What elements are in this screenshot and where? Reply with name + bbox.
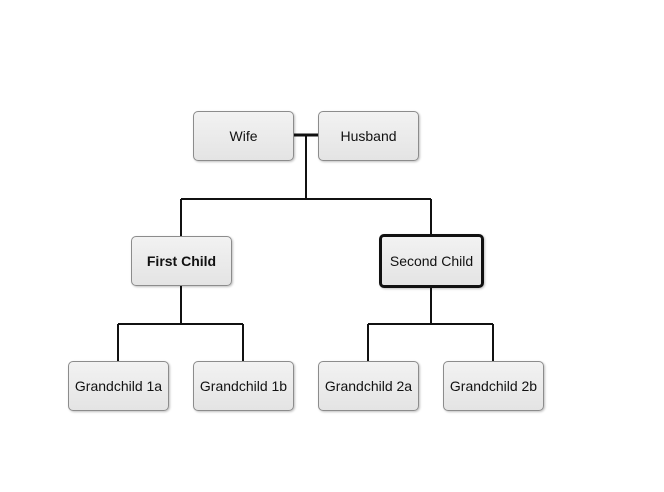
grandchild-2a-label: Grandchild 2a: [324, 378, 413, 394]
wife-node[interactable]: Wife: [193, 111, 294, 161]
grandchild-2a-node[interactable]: Grandchild 2a: [318, 361, 419, 411]
first-child-label: First Child: [146, 253, 217, 269]
grandchild-2b-node[interactable]: Grandchild 2b: [443, 361, 544, 411]
husband-label: Husband: [340, 128, 397, 144]
second-child-label: Second Child: [389, 253, 474, 269]
grandchild-2b-label: Grandchild 2b: [449, 378, 538, 394]
first-child-node[interactable]: First Child: [131, 236, 232, 286]
wife-label: Wife: [229, 128, 258, 144]
grandchild-1a-node[interactable]: Grandchild 1a: [68, 361, 169, 411]
grandchild-1b-label: Grandchild 1b: [199, 378, 288, 394]
husband-node[interactable]: Husband: [318, 111, 419, 161]
grandchild-1b-node[interactable]: Grandchild 1b: [193, 361, 294, 411]
second-child-node[interactable]: Second Child: [379, 234, 484, 288]
grandchild-1a-label: Grandchild 1a: [74, 378, 163, 394]
